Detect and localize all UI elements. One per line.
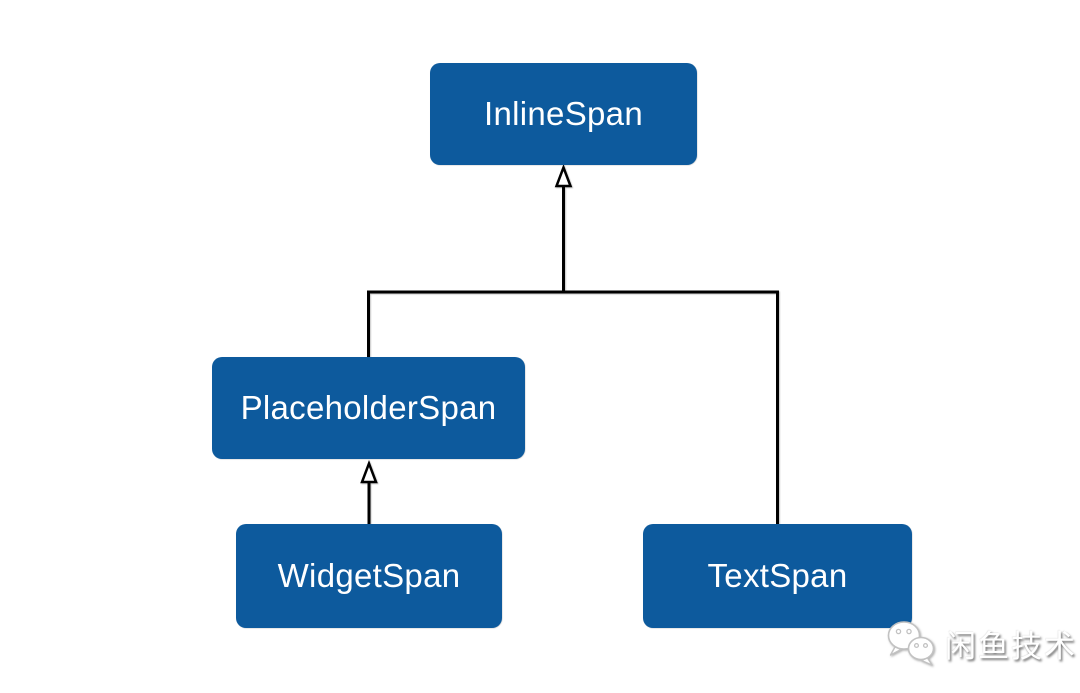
node-placeholderspan: PlaceholderSpan xyxy=(212,357,525,459)
watermark: 闲鱼技术 xyxy=(884,618,1077,668)
node-textspan-label: TextSpan xyxy=(707,557,848,594)
wechat-icon xyxy=(887,621,935,666)
node-textspan: TextSpan xyxy=(643,524,912,628)
watermark-text: 闲鱼技术 xyxy=(945,628,1077,664)
node-placeholderspan-label: PlaceholderSpan xyxy=(240,389,497,426)
arrowhead-placeholderspan xyxy=(360,459,378,484)
node-widgetspan-label: WidgetSpan xyxy=(277,557,461,594)
node-inlinespan: InlineSpan xyxy=(430,63,697,165)
node-widgetspan: WidgetSpan xyxy=(236,524,502,628)
arrowhead-inlinespan xyxy=(554,163,573,188)
node-inlinespan-label: InlineSpan xyxy=(484,95,643,132)
